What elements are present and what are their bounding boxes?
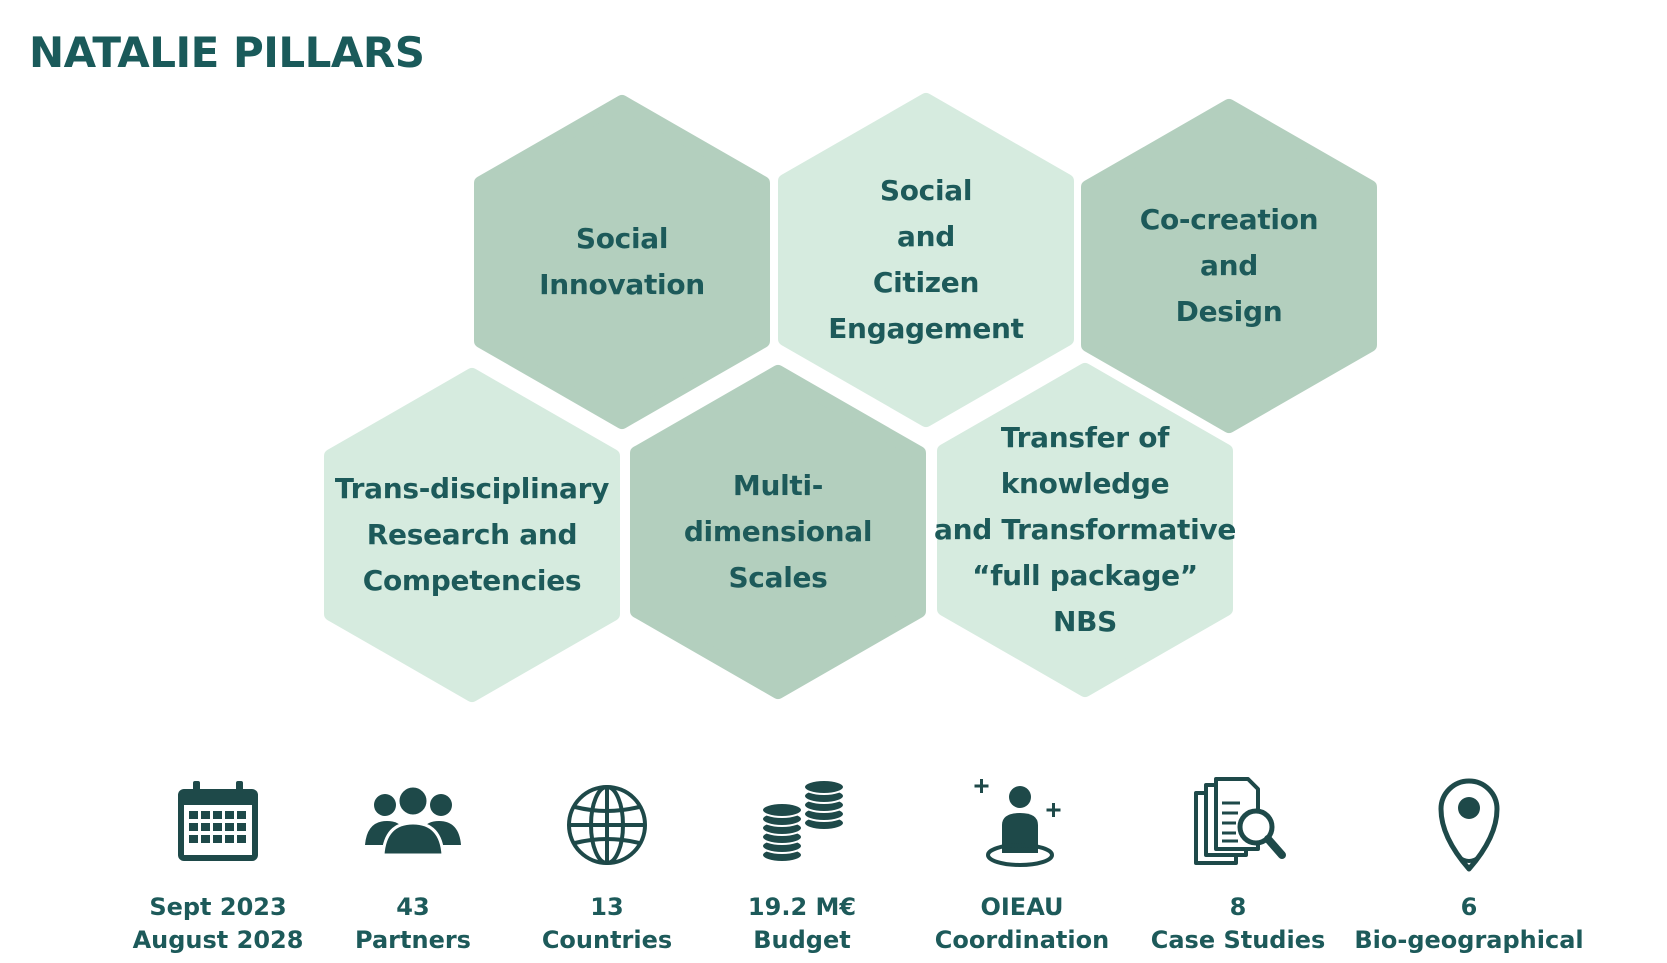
stat-bio-geographical: 6 Bio-geographical — [1354, 775, 1584, 963]
pillar-label-line: Multi- — [732, 469, 824, 502]
hexagon-shape — [937, 363, 1233, 697]
map-pin-icon — [1419, 775, 1519, 875]
stat-duration: Sept 2023 August 2028 — [118, 775, 318, 963]
pillar-label-line: Design — [1175, 295, 1283, 328]
stat-value: Sept 2023 — [149, 893, 287, 921]
document-search-icon — [1188, 775, 1288, 875]
pillar-label-line: and — [1200, 249, 1258, 282]
pillar-label-line: and — [897, 220, 955, 253]
hexagon-fill — [324, 368, 620, 702]
hexagon-shape — [324, 368, 620, 702]
hexagon-fill — [937, 363, 1233, 697]
stat-partners: 43 Partners — [313, 775, 513, 963]
stat-value: 19.2 M€ — [747, 893, 857, 921]
hexagon-shape — [630, 365, 926, 699]
stat-value: 13 — [590, 893, 624, 921]
pillar-label-line: Competencies — [362, 564, 582, 597]
stat-label: Budget — [753, 926, 851, 954]
pillar-label-line: Innovation — [539, 268, 705, 301]
coin-stacks-icon — [752, 775, 852, 875]
pillar-label: Transfer of knowledge and Transformative “f… — [934, 368, 1236, 692]
pillar-label-line: knowledge — [1000, 467, 1170, 500]
pillar-label-line: Trans-disciplinary — [334, 472, 610, 505]
hexagon-fill — [1081, 99, 1377, 433]
stat-value: 6 — [1460, 893, 1478, 921]
hexagon-shape — [778, 93, 1074, 427]
pillar-label-line: “full package” — [972, 559, 1198, 592]
stat-label: Countries — [541, 926, 673, 954]
pillar-label-line: NBS — [1052, 605, 1118, 638]
pillar-label-line: Co-creation — [1139, 203, 1319, 236]
stat-case-studies: 8 Case Studies — [1138, 775, 1338, 963]
stat-label: Case Studies — [1150, 926, 1326, 954]
pillar-label-line: Scales — [728, 561, 828, 594]
stat-label: Bio-geographical — [1354, 926, 1584, 954]
pillar-label-line: Social — [575, 222, 669, 255]
pillar-label-line: Social — [879, 174, 973, 207]
stat-value: OIEAU — [980, 893, 1064, 921]
coordinator-person-icon — [972, 775, 1072, 875]
calendar-icon — [168, 775, 268, 875]
stat-budget: 19.2 M€ Budget — [702, 775, 902, 963]
page-title: NATALIE PILLARS — [29, 28, 425, 77]
pillar-label-line: Engagement — [828, 312, 1024, 345]
stat-label: Partners — [355, 926, 471, 954]
stat-value: 8 — [1229, 893, 1247, 921]
stat-value: 43 — [396, 893, 430, 921]
stat-label: August 2028 — [132, 926, 304, 954]
pillar-transfer-of-knowledge: Transfer of knowledge and Transformative “f… — [934, 363, 1236, 697]
hexagon-shape — [1081, 99, 1377, 433]
pillar-label-line: Citizen — [872, 266, 980, 299]
globe-icon — [557, 775, 657, 875]
pillar-label-line: Research and — [366, 518, 578, 551]
hexagon-fill — [630, 365, 926, 699]
pillar-label-line: and Transformative — [933, 513, 1237, 546]
pillar-label-line: Transfer of — [1000, 421, 1170, 454]
stat-label: Coordination — [934, 926, 1110, 954]
hexagon-shape — [474, 95, 770, 429]
pillar-label-line: dimensional — [683, 515, 873, 548]
stat-countries: 13 Countries — [507, 775, 707, 963]
people-group-icon — [363, 775, 463, 875]
hexagon-fill — [474, 95, 770, 429]
hexagon-fill — [778, 93, 1074, 427]
stat-coordination: OIEAU Coordination — [922, 775, 1122, 963]
